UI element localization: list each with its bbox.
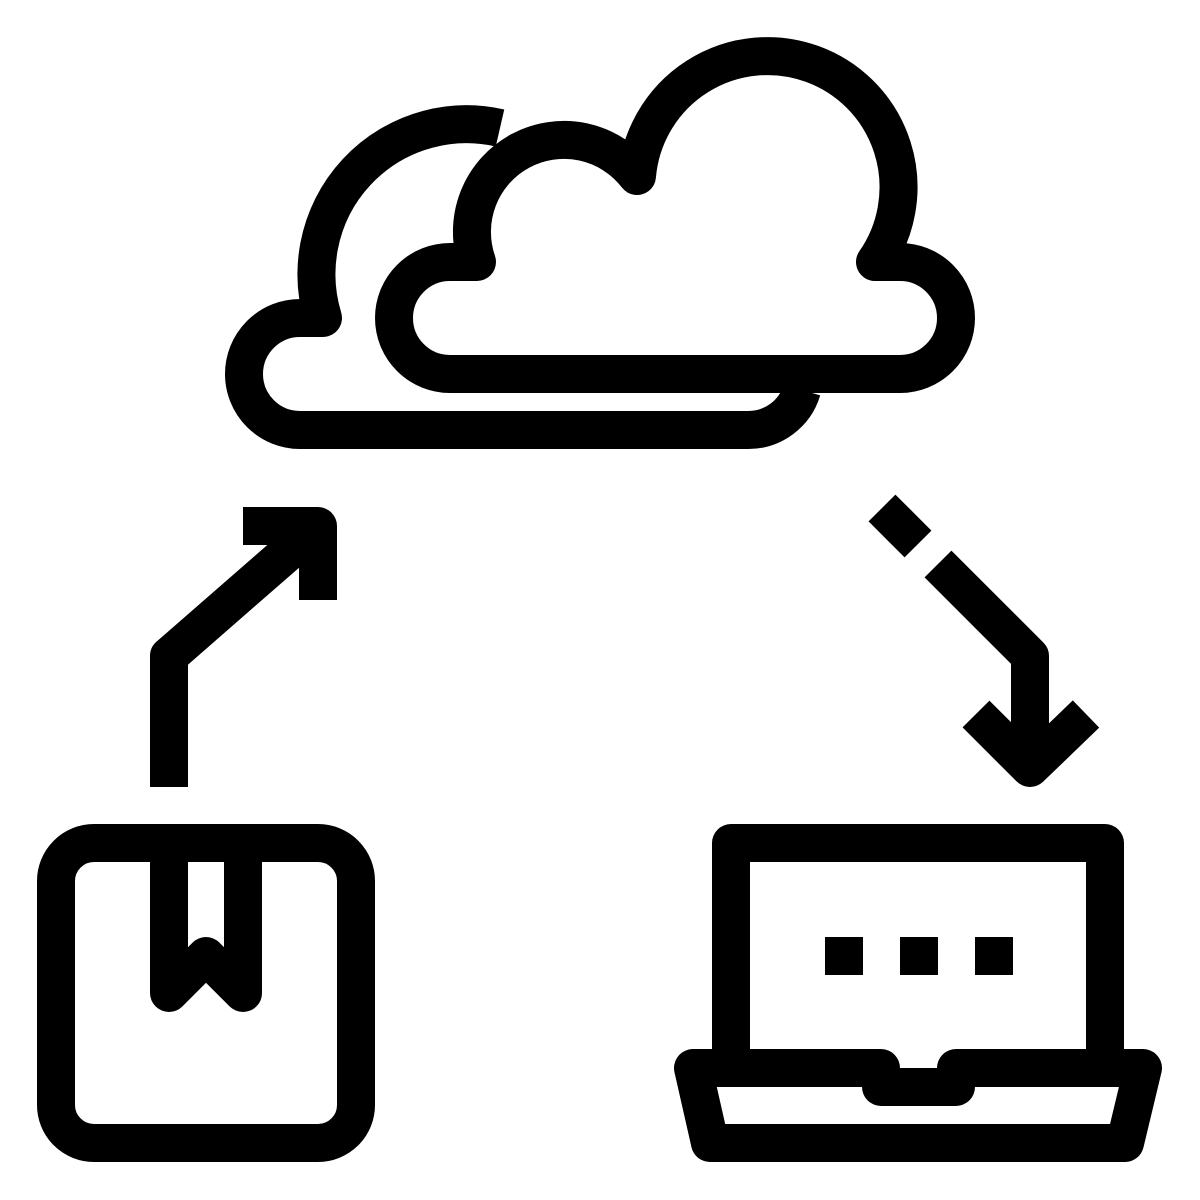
laptop-icon (674, 824, 1162, 1162)
download-arrow-icon (868, 494, 1100, 787)
download-arrow-dash (868, 494, 932, 558)
cloud-storage-icon (225, 37, 975, 450)
back-cloud-outline (225, 105, 821, 450)
upload-arrow-icon (150, 507, 337, 787)
package-box-outline (37, 824, 375, 1162)
upload-arrow-shaft (150, 511, 331, 787)
upload-arrow-head (243, 507, 337, 600)
laptop-screen-outline (712, 824, 1124, 1068)
package-box-tape (150, 843, 262, 1012)
download-arrow-head (962, 700, 1100, 787)
laptop-screen-dot-3 (975, 937, 1013, 975)
laptop-base-outline (674, 1049, 1162, 1162)
download-arrow-shaft (924, 550, 1049, 768)
front-cloud-outline (375, 37, 975, 393)
laptop-screen-dot-2 (900, 937, 938, 975)
laptop-screen-dot-1 (825, 937, 863, 975)
package-box-icon (37, 824, 375, 1162)
